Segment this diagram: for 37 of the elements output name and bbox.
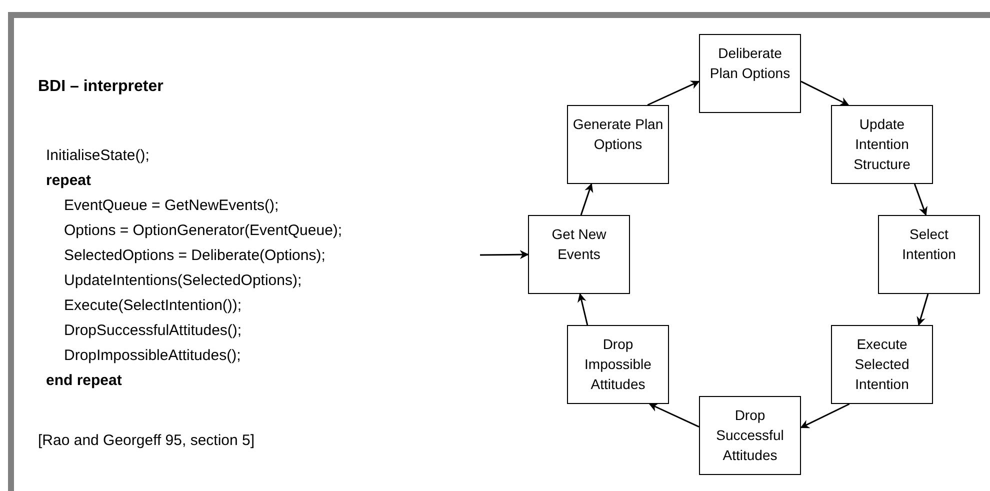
box-label: Get New Events [550, 225, 608, 264]
arrow [914, 184, 928, 216]
arrow [578, 293, 588, 326]
code-line: DropImpossibleAttitudes(); [64, 347, 241, 364]
process-box [831, 105, 933, 184]
box-label: Drop Successful Attitudes [715, 406, 785, 465]
diagram-title: BDI – interpreter [38, 78, 164, 96]
arrow [800, 403, 850, 428]
arrow [916, 294, 929, 326]
code-line: end repeat [46, 372, 122, 389]
code-line: Execute(SelectIntention()); [64, 297, 242, 314]
process-box [528, 215, 630, 294]
box-label: Drop Impossible Attitudes [584, 335, 652, 394]
code-line: EventQueue = GetNewEvents(); [64, 197, 279, 214]
arrow [480, 250, 529, 260]
process-box [878, 215, 980, 294]
code-line: SelectedOptions = Deliberate(Options); [64, 247, 326, 264]
box-label: Generate Plan Options [572, 115, 664, 154]
arrow [648, 403, 700, 428]
process-box [699, 34, 801, 113]
code-line: InitialiseState(); [46, 147, 150, 164]
arrow [647, 80, 700, 106]
box-label: Deliberate Plan Options [708, 44, 792, 83]
arrow [800, 80, 850, 106]
arrow [580, 183, 594, 216]
code-line: UpdateIntentions(SelectedOptions); [64, 272, 302, 289]
process-box [831, 325, 933, 404]
box-label: Select Intention [901, 225, 957, 264]
code-line: repeat [46, 172, 92, 189]
process-box [699, 396, 801, 475]
box-label: Update Intention Structure [852, 115, 912, 174]
code-line: DropSuccessfulAttitudes(); [64, 322, 242, 339]
citation-text: [Rao and Georgeff 95, section 5] [38, 432, 255, 449]
code-line: Options = OptionGenerator(EventQueue); [64, 222, 342, 239]
process-box [567, 325, 669, 404]
process-box [567, 105, 669, 184]
box-label: Execute Selected Intention [854, 335, 910, 394]
